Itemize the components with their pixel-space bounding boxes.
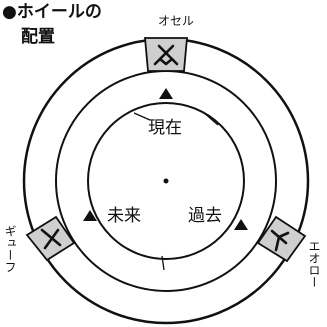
- label-past: 過去: [188, 206, 222, 226]
- title-line1: ●ホイールの: [2, 2, 102, 22]
- inner-circle: [87, 102, 245, 260]
- rune-othila-icon: [153, 44, 179, 66]
- label-present: 現在: [148, 118, 182, 138]
- label-algiz: エオロー: [307, 240, 321, 288]
- rune-algiz-icon: [270, 229, 290, 252]
- center-dot: [163, 178, 169, 184]
- label-future: 未来: [107, 206, 141, 226]
- triangle-present: [159, 88, 173, 99]
- triangle-future: [83, 210, 97, 221]
- title-line2: 配置: [21, 27, 55, 47]
- divider-present-past: [202, 111, 219, 126]
- rune-gebo-icon: [40, 228, 62, 250]
- divider-future-past: [161, 255, 165, 271]
- triangle-past: [234, 219, 248, 230]
- label-othila: オセル: [158, 14, 194, 28]
- divider-present-future: [133, 112, 151, 121]
- label-gebo: ギューフ: [3, 225, 17, 273]
